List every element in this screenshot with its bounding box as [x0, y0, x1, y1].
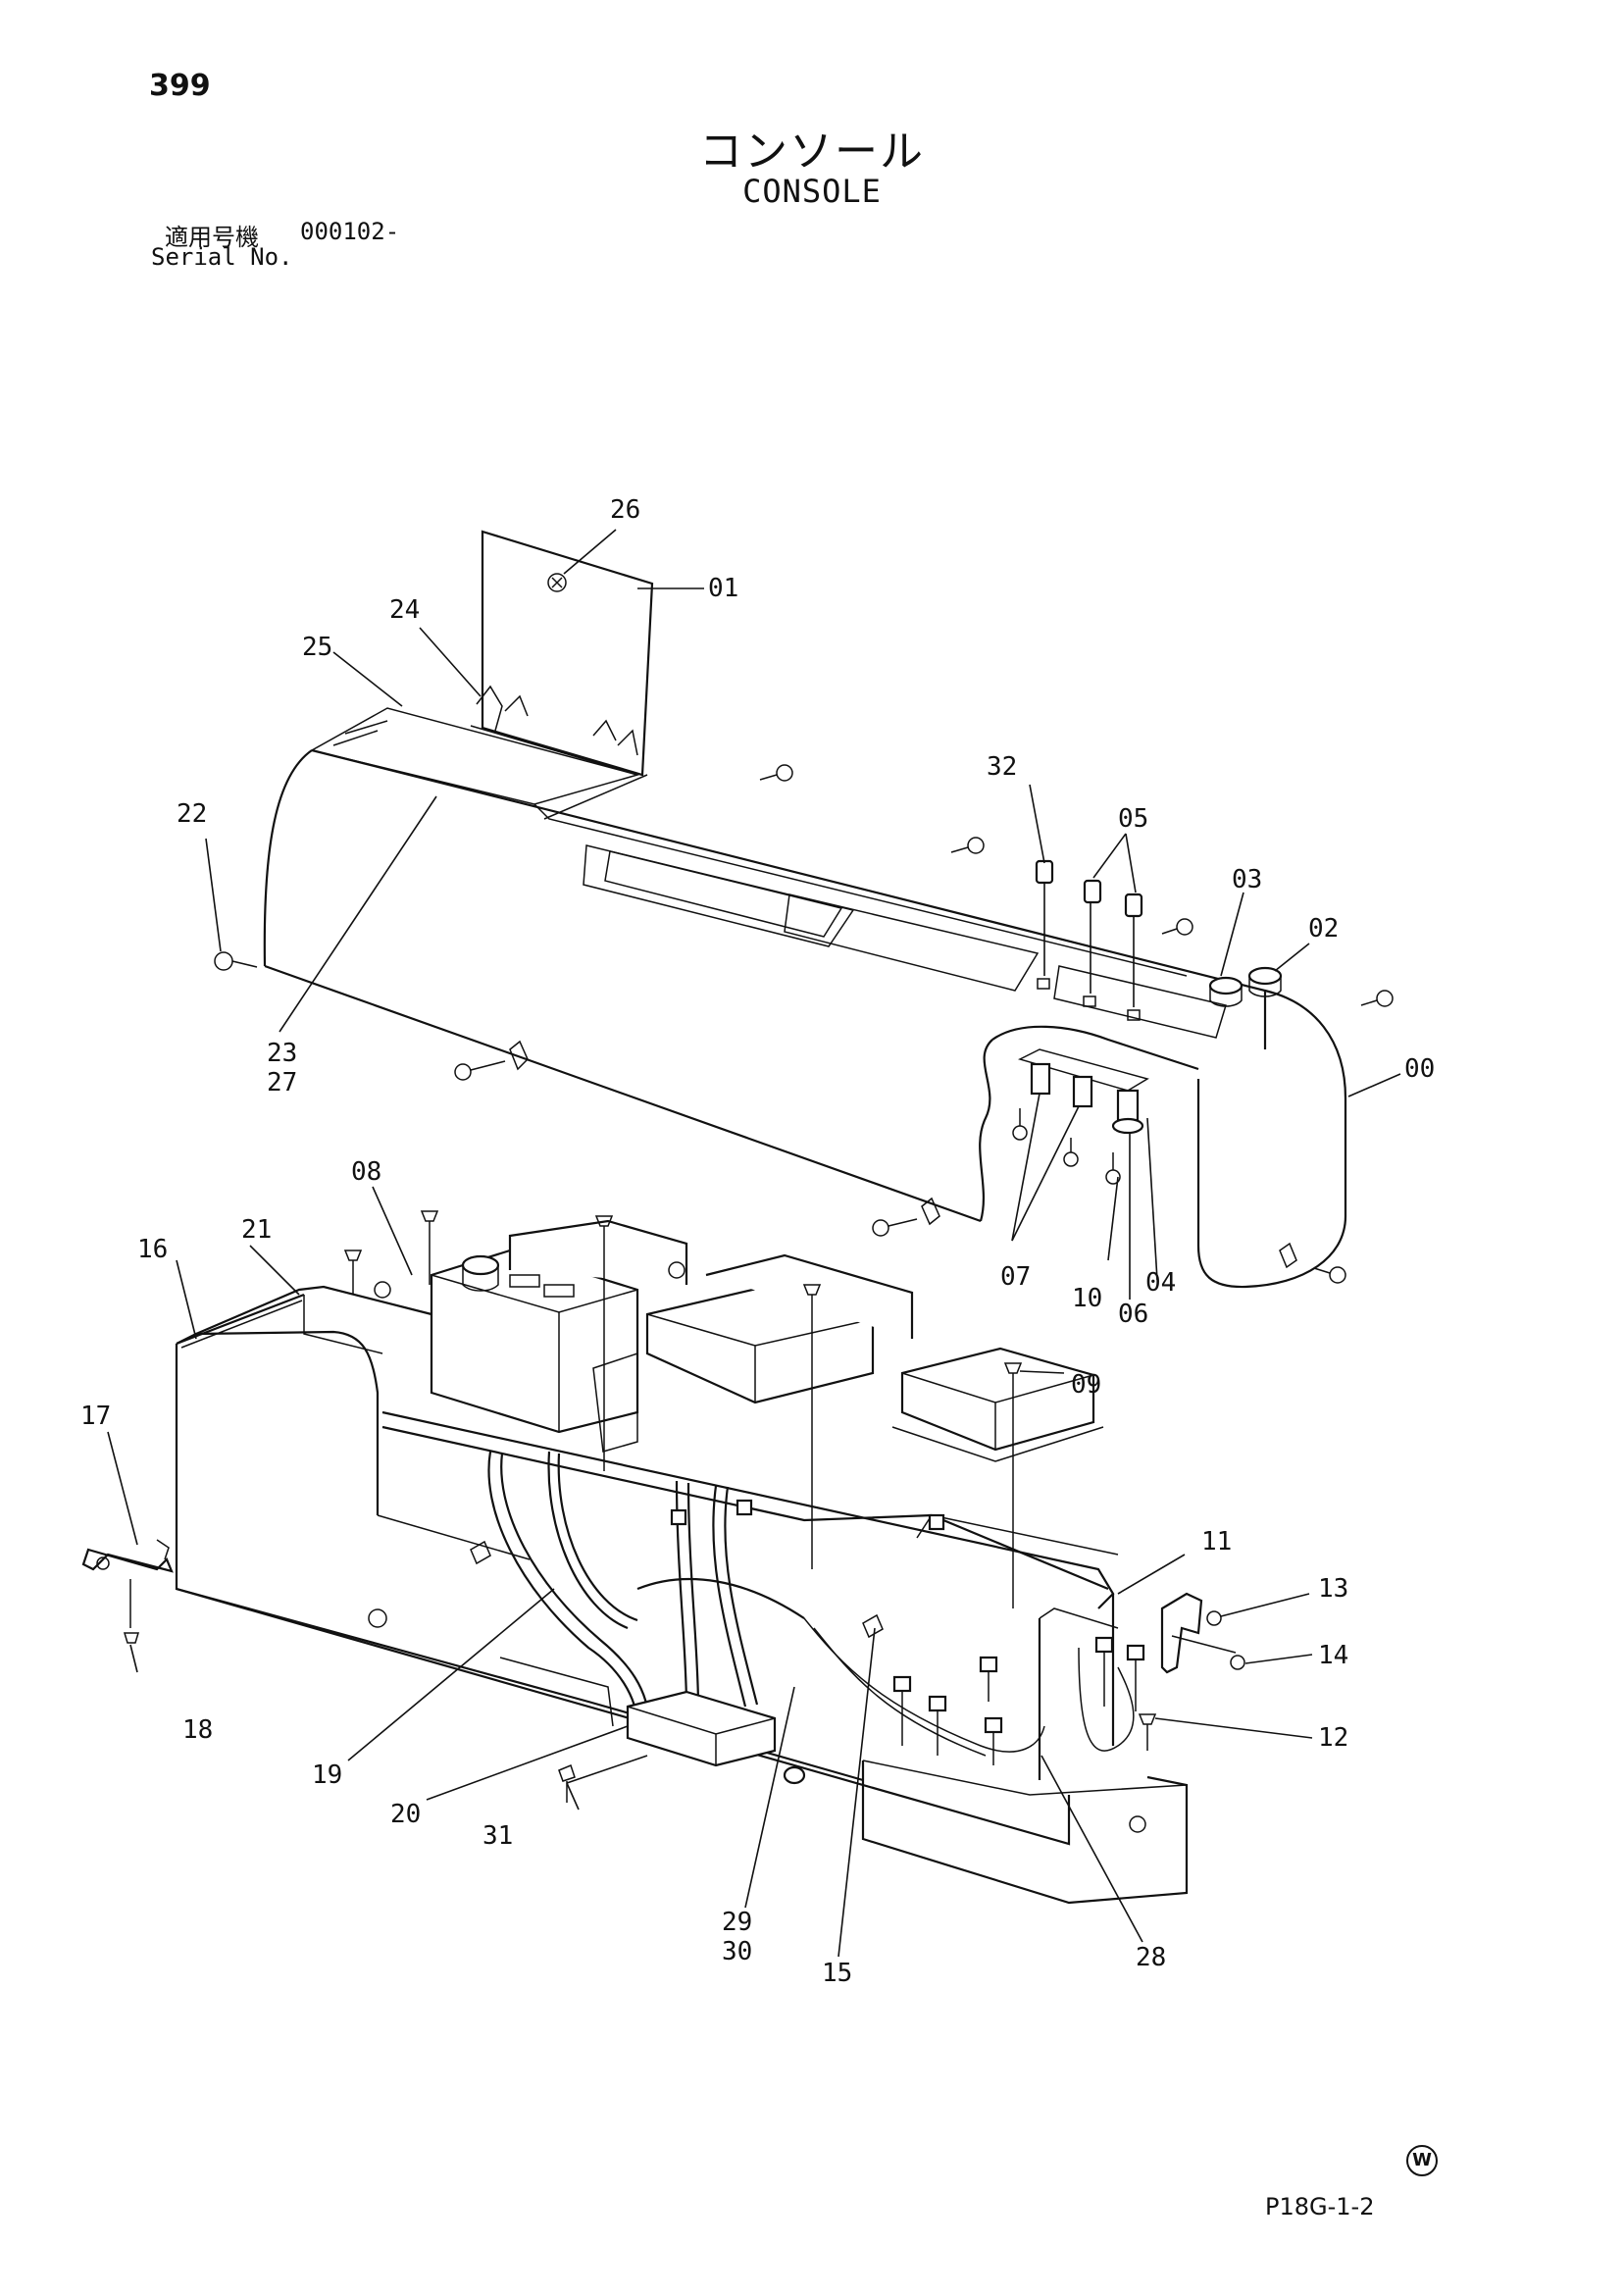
callout-03: 03: [1232, 865, 1262, 894]
wire-harness: [487, 1451, 1145, 1767]
switch-assembly: [1012, 1048, 1149, 1185]
callout-24: 24: [389, 595, 420, 625]
callout-13: 13: [1318, 1574, 1348, 1604]
console-cover: [263, 707, 1347, 1289]
callout-17: 17: [80, 1402, 111, 1431]
callout-31: 31: [482, 1821, 513, 1851]
serial-label-english: Serial No.: [151, 243, 293, 271]
callout-labels: 26 01 24 25 22 23 27 32 05 03 02 00 07 1…: [80, 495, 1435, 1988]
callout-18: 18: [182, 1715, 213, 1745]
callout-19: 19: [312, 1760, 342, 1790]
callout-11: 11: [1201, 1527, 1232, 1556]
electronic-modules: [508, 1219, 1104, 1462]
title-japanese: コンソール: [699, 127, 925, 177]
callout-12: 12: [1318, 1723, 1348, 1753]
callout-06: 06: [1118, 1300, 1148, 1329]
callout-09: 09: [1071, 1370, 1101, 1400]
console-base: [175, 1285, 1189, 1905]
callout-26: 26: [610, 495, 640, 525]
brackets: [81, 1539, 1245, 1674]
callout-01: 01: [708, 574, 738, 603]
callout-07: 07: [1000, 1262, 1031, 1292]
callout-14: 14: [1318, 1641, 1348, 1670]
page-number: 399: [149, 69, 211, 103]
side-plate: [176, 1293, 305, 1349]
mounting-bolts: [343, 1210, 1157, 1803]
callout-23: 23: [267, 1039, 297, 1068]
callout-05: 05: [1118, 804, 1148, 834]
serial-value: 000102-: [300, 218, 400, 245]
knobs: [1208, 966, 1283, 1007]
callout-10: 10: [1072, 1284, 1102, 1313]
callout-21: 21: [241, 1215, 272, 1245]
callout-25: 25: [302, 633, 332, 662]
callout-15: 15: [822, 1959, 852, 1988]
flip-lid: [470, 530, 654, 777]
w-circle-mark: W: [1406, 2145, 1438, 2176]
cover-screws: [214, 764, 1394, 1284]
serial-label-japanese: 適用号機: [165, 224, 259, 251]
switch-caps: [1035, 859, 1143, 1021]
callout-27: 27: [267, 1068, 297, 1097]
callout-04: 04: [1145, 1268, 1176, 1298]
leader-lines: [107, 529, 1401, 1958]
callout-28: 28: [1136, 1943, 1166, 1972]
callout-02: 02: [1308, 914, 1339, 944]
figure-code: P18G-1-2: [1265, 2193, 1375, 2220]
callout-00: 00: [1404, 1054, 1435, 1084]
callout-30: 30: [722, 1937, 752, 1966]
callout-22: 22: [177, 799, 207, 829]
callout-32: 32: [987, 752, 1017, 782]
callout-16: 16: [137, 1235, 168, 1264]
title-english: CONSOLE: [742, 173, 882, 210]
callout-29: 29: [722, 1908, 752, 1937]
callout-08: 08: [351, 1157, 381, 1187]
callout-20: 20: [390, 1800, 421, 1829]
controller-unit: [430, 1236, 668, 1453]
